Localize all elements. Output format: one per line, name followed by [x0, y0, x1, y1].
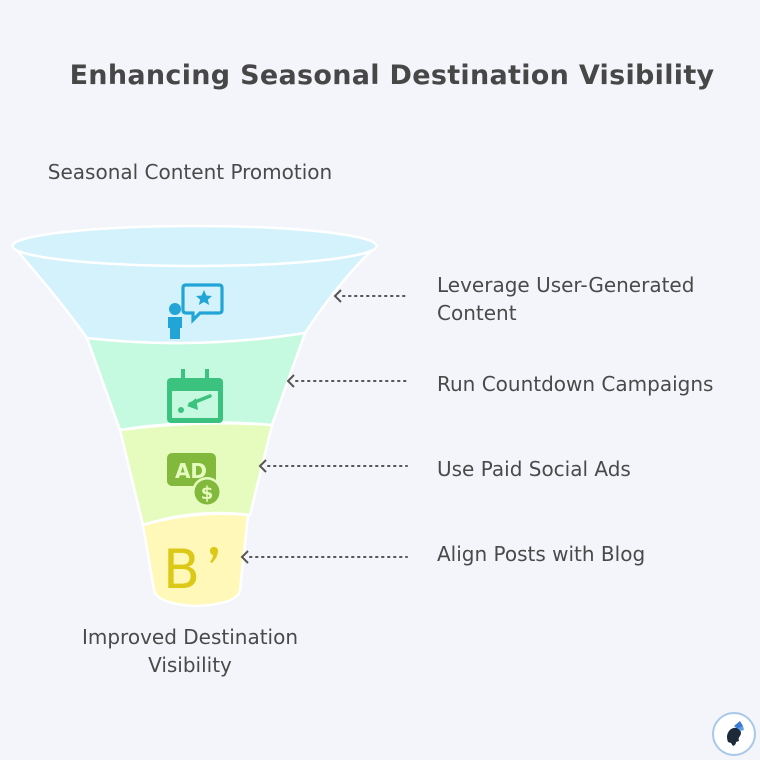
stage-1-label: Leverage User-Generated Content [437, 273, 695, 325]
funnel-top-label: Seasonal Content Promotion [47, 160, 333, 184]
diagram-title: Enhancing Seasonal Destination Visibilit… [69, 60, 715, 91]
blog-logo-icon: B [163, 538, 218, 601]
brand-logo-icon [712, 712, 756, 756]
svg-text:$: $ [201, 483, 214, 504]
ad-dollar-icon: AD $ [167, 453, 222, 507]
svg-text:B: B [163, 538, 200, 601]
arrow-stage-2 [286, 374, 408, 388]
arrow-stage-3 [258, 459, 408, 473]
calendar-countdown-icon [167, 369, 223, 423]
arrow-stage-1 [333, 289, 408, 303]
arrow-stage-4 [240, 550, 408, 564]
funnel-stage-1 [10, 224, 380, 345]
stage-4-label: Align Posts with Blog [437, 542, 646, 566]
user-review-star-icon [168, 283, 224, 339]
funnel-bottom-label: Improved Destination Visibility [81, 625, 299, 677]
stage-2-label: Run Countdown Campaigns [437, 372, 714, 396]
stage-3-label: Use Paid Social Ads [437, 457, 631, 481]
